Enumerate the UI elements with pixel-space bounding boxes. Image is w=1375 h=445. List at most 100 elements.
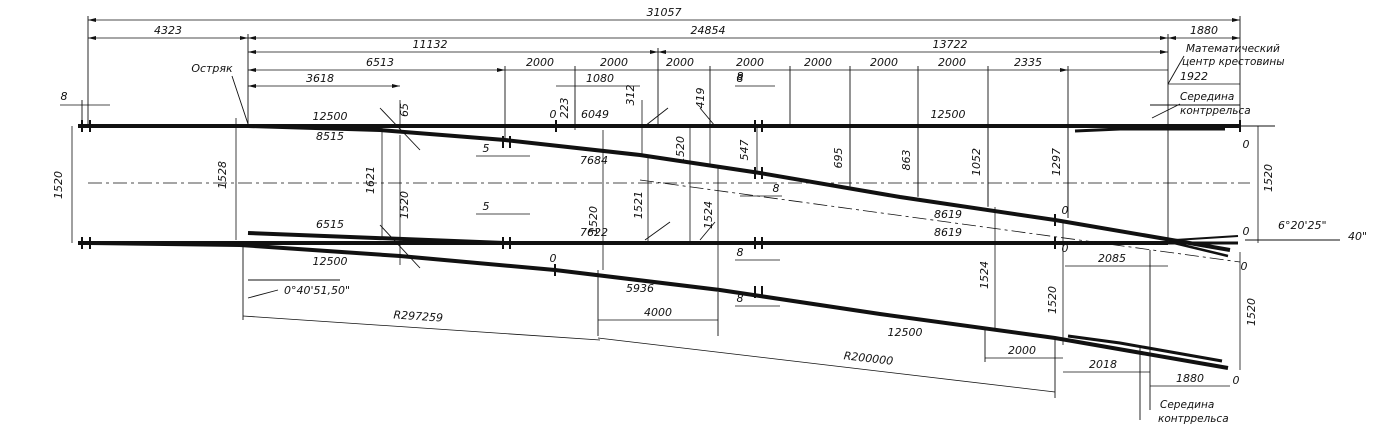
dim-2000-bottom: 2000 <box>1008 344 1036 357</box>
label-math-center-1: Математический <box>1186 43 1280 55</box>
label-guard-mid-top-2: контррельса <box>1180 105 1251 117</box>
ord-1520-right: 1520 <box>1262 164 1275 192</box>
dim-24854: 24854 <box>691 24 726 37</box>
dim-2000-1: 2000 <box>526 56 554 69</box>
dim-2018: 2018 <box>1089 358 1117 371</box>
ord-1520-c: 1520 <box>674 136 687 164</box>
bottom-dimensions: 4000 2000 2018 1880 2085 R297259 R200000 <box>242 243 1230 410</box>
rail-6049: 6049 <box>581 108 609 121</box>
ord-1297: 1297 <box>1050 148 1063 176</box>
label-guard-mid-top-1: Середина <box>1180 91 1234 103</box>
radius-200000: R200000 <box>843 349 894 368</box>
zero-5: 0 <box>1243 138 1250 151</box>
dim-4323: 4323 <box>154 24 182 37</box>
gap-8-a: 8 <box>773 182 780 195</box>
guard-rail-top <box>1074 127 1225 133</box>
ord-1521: 1521 <box>632 191 645 219</box>
rail-12500-right: 12500 <box>931 108 966 121</box>
zero-6: 0 <box>1243 225 1250 238</box>
dim-2000-3: 2000 <box>666 56 694 69</box>
small-marks: 5 5 8 8 8 8 0 0 0 0 0 0 0 0 <box>476 70 1250 387</box>
ord-1524-a: 1524 <box>702 201 715 229</box>
rail-8515: 8515 <box>316 130 344 143</box>
rail-5936: 5936 <box>626 282 654 295</box>
rail-8619-a: 8619 <box>934 208 962 221</box>
curved-switch-rail <box>247 124 1231 252</box>
dim-13722: 13722 <box>933 38 968 51</box>
frog-wing-2 <box>1174 235 1239 241</box>
dim-3618: 3618 <box>306 72 334 85</box>
zero-4: 0 <box>1062 242 1069 255</box>
gap-8-b: 8 <box>737 246 744 259</box>
ord-863: 863 <box>900 150 913 171</box>
gap-5-a: 5 <box>483 142 490 155</box>
zero-8: 0 <box>1233 374 1240 387</box>
rail-6515: 6515 <box>316 218 344 231</box>
dim-overall: 31057 <box>647 6 682 19</box>
gap-5-b: 5 <box>483 200 490 213</box>
rail-7622: 7622 <box>580 226 608 239</box>
label-point: Остряк <box>191 62 233 75</box>
ord-1520-left: 1520 <box>52 171 65 199</box>
zero-1: 0 <box>550 108 557 121</box>
label-guard-mid-bottom-1: Середина <box>1160 399 1214 411</box>
ordinates: 1520 1528 1621 65 1520 223 312 1520 1521… <box>52 85 1275 370</box>
dim-11132: 11132 <box>413 38 448 51</box>
ord-1621: 1621 <box>364 166 377 194</box>
rail-8619-b: 8619 <box>934 226 962 239</box>
rail-12500-low: 12500 <box>888 326 923 339</box>
ord-1520-far: 1520 <box>1245 298 1258 326</box>
dim-2000-2: 2000 <box>600 56 628 69</box>
dim-2000-6: 2000 <box>870 56 898 69</box>
frog-wing <box>1169 240 1229 258</box>
label-frog-angle: 6°20'25" <box>1278 219 1327 232</box>
label-angle-40: 40" <box>1348 230 1367 243</box>
ord-312: 312 <box>624 85 637 106</box>
label-guard-mid-bottom-2: контррельса <box>1158 413 1229 425</box>
gap-8-c: 8 <box>737 292 744 305</box>
zero-7: 0 <box>1241 260 1248 273</box>
straight-switch-rail <box>247 231 506 245</box>
label-math-center-2: центр крестовины <box>1182 56 1285 68</box>
dim-1922: 1922 <box>1180 70 1208 83</box>
ord-1520-b: 1520 <box>587 206 600 234</box>
radius-297259: R297259 <box>393 308 443 324</box>
zero-3: 0 <box>1062 204 1069 217</box>
gap-8-d: 8 <box>737 70 744 83</box>
dim-1880: 1880 <box>1190 24 1218 37</box>
rail-12500-bottom: 12500 <box>313 255 348 268</box>
ord-1528: 1528 <box>216 161 229 189</box>
label-switch-angle: 0°40'51,50" <box>284 284 350 297</box>
rails <box>78 124 1240 370</box>
dim-2335: 2335 <box>1014 56 1042 69</box>
rail-12500-top: 12500 <box>313 110 348 123</box>
ord-547: 547 <box>738 140 751 161</box>
ord-1524-b: 1524 <box>978 261 991 289</box>
ord-65: 65 <box>398 103 411 117</box>
ord-223: 223 <box>558 98 571 119</box>
ord-1052: 1052 <box>970 148 983 176</box>
ord-695: 695 <box>832 148 845 169</box>
dim-2000-7: 2000 <box>938 56 966 69</box>
outer-curved-rail <box>89 241 1229 370</box>
callouts: Остряк Математический центр крестовины С… <box>191 43 1367 425</box>
rail-7684: 7684 <box>580 154 608 167</box>
ord-1520-a: 1520 <box>398 191 411 219</box>
dim-2000-5: 2000 <box>804 56 832 69</box>
zero-2: 0 <box>550 252 557 265</box>
dim-8-mid: 8 <box>737 72 744 85</box>
dim-6513: 6513 <box>366 56 394 69</box>
top-dimension-labels: 31057 4323 24854 1880 11132 13722 6513 3… <box>61 6 1219 103</box>
ord-419: 419 <box>694 88 707 109</box>
ord-1520-d: 1520 <box>1046 286 1059 314</box>
axis-lines <box>88 179 1250 263</box>
dim-1880-bottom: 1880 <box>1176 372 1204 385</box>
dim-8-left: 8 <box>61 90 68 103</box>
dim-1080: 1080 <box>586 72 614 85</box>
rail-length-labels: 12500 8515 6515 12500 6049 7684 7622 125… <box>313 108 966 339</box>
dim-2085: 2085 <box>1098 252 1126 265</box>
guard-rail-bottom <box>1067 334 1223 363</box>
dim-4000: 4000 <box>644 306 672 319</box>
dim-2000-4: 2000 <box>736 56 764 69</box>
